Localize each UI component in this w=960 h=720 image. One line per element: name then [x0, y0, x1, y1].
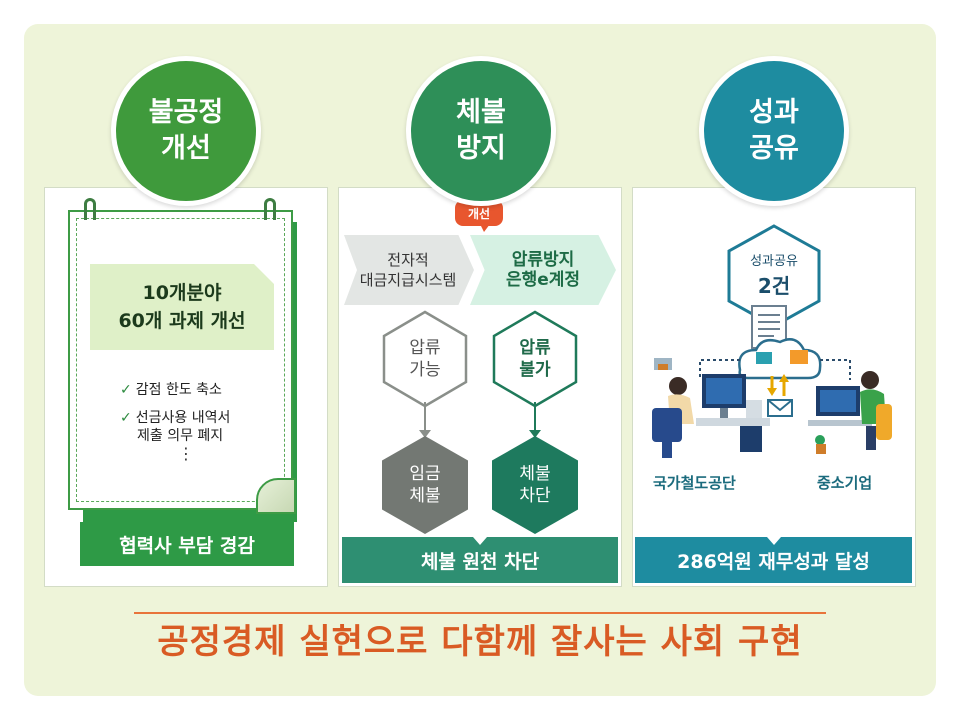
improvement-summary-box: 10개분야 60개 과제 개선 [90, 264, 274, 350]
arrow-seizure-prevention-text: 압류방지 은행e계정 [484, 235, 602, 305]
notepad [68, 210, 293, 510]
hex-text-line: 2건 [757, 274, 791, 298]
bar-notch [767, 537, 781, 545]
check-icon: ✓ [120, 410, 132, 426]
circle-unfair-improvement: 불공정 개선 [111, 56, 261, 206]
circle-text-line: 성과 [749, 97, 799, 128]
hex-text-line: 체불 [409, 486, 441, 506]
circle-arrears-prevention: 체불 방지 [406, 56, 556, 206]
hex-text-line: 성과공유 [750, 254, 798, 269]
more-dots-icon: ⋮ [178, 444, 194, 463]
hex-text-line: 압류 [519, 338, 551, 358]
check-item-advance-cont: 제출 의무 폐지 [137, 427, 223, 445]
connector-line [534, 402, 536, 436]
circle-text-line: 공유 [749, 133, 799, 164]
caption-smb: 중소기업 [817, 474, 873, 492]
arrow-text-line: 압류방지 [511, 250, 575, 270]
collaboration-illustration [652, 305, 892, 458]
badge-tail [480, 224, 490, 232]
arrow-down-icon [529, 430, 541, 438]
arrears-block-bar: 체불 원천 차단 [342, 537, 618, 583]
hex-text-line: 압류 [409, 338, 441, 358]
footer-slogan: 공정경제 실현으로 다함께 잘사는 사회 구현 [157, 622, 803, 662]
connector-line [424, 402, 426, 436]
envelope-icon [767, 399, 793, 417]
hex-text-line: 차단 [519, 486, 551, 506]
check-item-text: 감점 한도 축소 [135, 382, 222, 398]
circle-text-line: 불공정 [148, 97, 224, 128]
check-item-text: 제출 의무 폐지 [137, 428, 224, 444]
page-curl [256, 478, 296, 514]
financial-result-bar: 286억원 재무성과 달성 [635, 537, 912, 583]
circle-text-line: 방지 [456, 133, 506, 164]
hex-text-line: 불가 [519, 360, 551, 380]
check-item-advance: ✓선금사용 내역서 [120, 409, 230, 427]
partner-burden-bar: 협력사 부담 경감 [80, 522, 294, 566]
notepad-dashed-border [76, 218, 285, 502]
notepad-ring-icon [84, 198, 96, 220]
hex-unseizable: 압류 불가 [492, 310, 578, 408]
arrow-electronic-payment [344, 235, 474, 305]
check-item-text: 선금사용 내역서 [135, 410, 231, 426]
arrow-down-icon [419, 430, 431, 438]
summary-line-2: 60개 과제 개선 [118, 310, 246, 332]
arrow-text-line: 전자적 [387, 251, 429, 269]
footer-divider [134, 612, 826, 614]
bar-notch [473, 537, 487, 545]
arrow-electronic-payment-text: 전자적 대금지급시스템 [352, 235, 464, 305]
circle-performance-sharing: 성과 공유 [699, 56, 849, 206]
summary-line-1: 10개분야 [142, 282, 222, 304]
hex-text-line: 체불 [519, 464, 551, 484]
check-item-penalty: ✓감점 한도 축소 [120, 381, 222, 399]
circle-text-line: 체불 [456, 97, 506, 128]
arrow-seizure-prevention [470, 235, 616, 305]
check-icon: ✓ [120, 382, 132, 398]
hex-text-line: 가능 [409, 360, 441, 380]
smb-worker-icon [808, 371, 892, 454]
arrow-text-line: 은행e계정 [505, 270, 581, 290]
hex-text-line: 임금 [409, 464, 441, 484]
hex-seizable: 압류 가능 [382, 310, 468, 408]
notepad-ring-icon [264, 198, 276, 220]
cloud-icon [738, 338, 822, 380]
transfer-arrows-icon [767, 374, 789, 396]
arrow-text-line: 대금지급시스템 [359, 271, 457, 289]
circle-text-line: 개선 [161, 133, 211, 164]
caption-railway-authority: 국가철도공단 [653, 474, 736, 492]
railway-worker-icon [652, 358, 770, 458]
